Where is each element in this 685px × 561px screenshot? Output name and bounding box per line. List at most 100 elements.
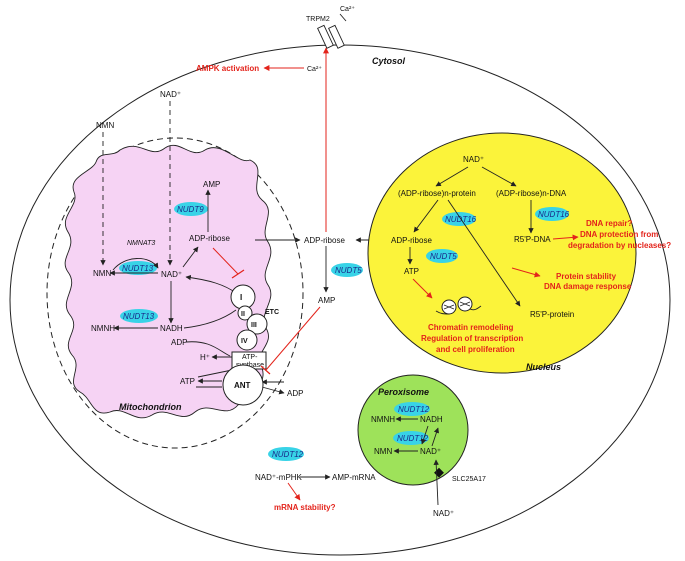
nudt12a-badge: [394, 402, 430, 416]
adpr-dna: (ADP-ribose)n-DNA: [496, 189, 567, 198]
complex-ii-label: II: [241, 311, 245, 318]
nucleus-label: Nucleus: [526, 362, 561, 372]
nmnat3-arrow: [112, 258, 159, 271]
r5p-protein: R5'P-protein: [530, 310, 574, 319]
dna-repair-2: DNA protection from: [580, 230, 658, 239]
nudt9-badge: [174, 202, 208, 216]
cyto-amp: AMP: [318, 296, 335, 305]
cyto-nad-bottom: NAD⁺: [433, 509, 454, 518]
protein-stab-2: DNA damage response: [544, 282, 632, 291]
complex-ii: [237, 305, 253, 321]
nudt12-cyto-badge: [268, 447, 304, 461]
nadh-to-etc: [183, 309, 237, 329]
nad-mphk: NAD⁺-mPHK: [255, 473, 303, 482]
mito-nmn: NMN: [93, 269, 111, 278]
atp-synthase-label-2: synthase: [236, 362, 264, 369]
adp-to-synthase: [185, 341, 231, 357]
nucleus: [367, 132, 637, 374]
nad-nadh-arrow: [431, 427, 440, 447]
ca-influx-line: [339, 13, 347, 22]
perox-nmnh: NMNH: [371, 415, 395, 424]
chromatin-2: Regulation of transcription: [421, 334, 523, 343]
nudt16a-badge: [442, 212, 476, 226]
mito-adp-out: ADP: [287, 389, 303, 398]
complex-i-label: I: [240, 293, 242, 302]
nudt5-cyto-badge: [331, 263, 363, 277]
ampk-activation-label: AMPK activation: [196, 64, 259, 73]
etc-label: ETC: [265, 309, 279, 316]
r5p-dna-outcome-arrow: [552, 234, 579, 241]
amp-inhibit-ant: [265, 306, 321, 371]
nucleosome-icon: [435, 296, 482, 315]
mito-adpr: ADP-ribose: [189, 234, 230, 243]
perox-nmn: NMN: [374, 447, 392, 456]
nudt16b-badge: [535, 207, 569, 221]
cyto-nad-top: NAD⁺: [160, 90, 181, 99]
nadh-nad-arrow: [420, 425, 429, 445]
perox-nadh: NADH: [420, 415, 443, 424]
trpm2-channel: [317, 24, 345, 49]
complex-iii: [246, 313, 268, 335]
mito-adp: ADP: [171, 338, 187, 347]
chromatin-3: and cell proliferation: [436, 345, 515, 354]
ca-in-label: Ca²⁺: [307, 66, 322, 73]
cytosol-label: Cytosol: [372, 56, 406, 66]
nudt5-nuc-label: NUDT5: [430, 252, 457, 261]
mitochondrion-envelope: [46, 137, 304, 449]
nudt16b-label: NUDT16: [538, 210, 570, 219]
mito-nad: NAD⁺: [161, 270, 182, 279]
adpr-inhibition: [212, 247, 239, 275]
nudt12a-label: NUDT12: [398, 405, 430, 414]
peroxisome: [357, 374, 469, 486]
dna-repair-3: degradation by nucleases?: [568, 241, 671, 250]
nudt13b-label: NUDT13: [123, 312, 155, 321]
nudt5-nuc-badge: [426, 249, 458, 263]
ant-to-adp-arrow: [261, 386, 285, 395]
ant-transporter: [222, 364, 264, 406]
chromatin-1: Chromatin remodeling: [428, 323, 513, 332]
nad-import-perox-arrow: [433, 459, 439, 506]
nudt13a-label: NUDT13: [122, 264, 154, 273]
protein-stability-arrow: [511, 267, 541, 278]
amp-mrna: AMP-mRNA: [332, 473, 376, 482]
complex-iii-label: III: [251, 322, 257, 329]
synthase-to-atp: [197, 369, 233, 378]
adpr-protein: (ADP-ribose)n-protein: [398, 189, 476, 198]
r5p-dna: R5'P-DNA: [514, 235, 551, 244]
nuc-adpr: ADP-ribose: [391, 236, 432, 245]
nad-to-adpr-protein: [435, 166, 469, 187]
peroxisome-label: Peroxisome: [378, 387, 429, 397]
complex-iv: [236, 329, 258, 351]
cyto-adpr: ADP-ribose: [304, 236, 345, 245]
nudt5-cyto-label: NUDT5: [335, 266, 362, 275]
trpm2-label: TRPM2: [306, 16, 330, 23]
mrna-arrow: [287, 482, 301, 501]
nudt9-label: NUDT9: [177, 205, 204, 214]
cyto-nmn-top: NMN: [96, 121, 114, 130]
dna-repair-1: DNA repair?: [586, 219, 632, 228]
perox-nad: NAD⁺: [420, 447, 441, 456]
protein-stab-1: Protein stability: [556, 272, 617, 281]
nudt12b-badge: [393, 431, 429, 445]
complex-iv-label: IV: [241, 338, 248, 345]
ca-out-label: Ca²⁺: [340, 6, 355, 13]
mito-amp: AMP: [203, 180, 220, 189]
adpr-protein-to-r5p: [447, 199, 521, 307]
nudt13a-badge: [119, 261, 157, 275]
nad-to-adpr-dna: [481, 166, 517, 187]
mrna-stability: mRNA stability?: [274, 503, 336, 512]
mito-nmnh: NMNH: [91, 324, 115, 333]
atp-synthase-label-1: ATP-: [242, 354, 258, 361]
mito-atp: ATP: [180, 377, 195, 386]
slc25a17-label: SLC25A17: [452, 476, 486, 483]
nudt13b-badge: [120, 309, 158, 323]
adpr-protein-to-adpr: [413, 199, 439, 233]
nuc-nad: NAD⁺: [463, 155, 484, 164]
ant-label: ANT: [234, 381, 251, 390]
nad-to-adpr-arrow: [182, 246, 199, 268]
nudt12b-label: NUDT12: [397, 434, 429, 443]
nuc-atp: ATP: [404, 267, 419, 276]
nmnat3-label: NMNAT3: [127, 240, 155, 247]
mito-nadh: NADH: [160, 324, 183, 333]
